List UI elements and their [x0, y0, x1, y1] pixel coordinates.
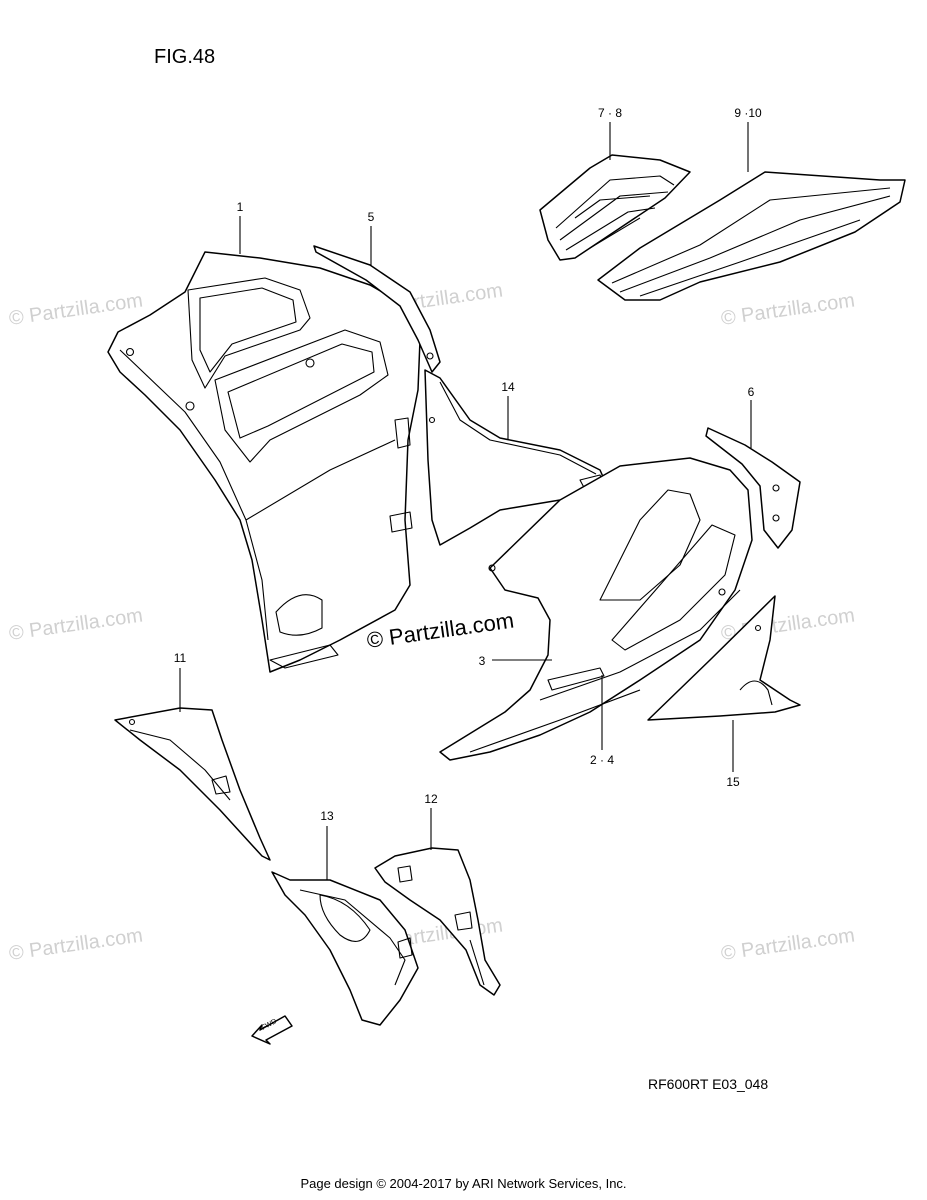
- callout-3: 3: [479, 654, 486, 668]
- callout-12: 12: [424, 792, 438, 806]
- part-13-panel[interactable]: [271, 871, 419, 1026]
- leader-lines: [179, 122, 752, 880]
- callout-15: 15: [726, 775, 740, 789]
- callouts: 1 5 7 · 8 9 ·10 14 6 3 2 · 4 11 15 13 12: [174, 106, 762, 823]
- callout-14: 14: [501, 380, 515, 394]
- watermark-text: © Partzilla.com: [8, 924, 145, 965]
- callout-7-8: 7 · 8: [598, 106, 622, 120]
- callout-9-10: 9 ·10: [734, 106, 762, 120]
- forward-arrow-icon: FWD: [251, 1015, 293, 1045]
- part-12-bracket[interactable]: [374, 847, 501, 996]
- callout-5: 5: [368, 210, 375, 224]
- watermark-text: © Partzilla.com: [8, 289, 145, 330]
- part-1-side-cowl[interactable]: [107, 251, 421, 673]
- figure-title: FIG.48: [154, 46, 216, 68]
- part-15-side-panel[interactable]: [647, 595, 801, 721]
- page-footer: Page design © 2004-2017 by ARI Network S…: [300, 1176, 627, 1191]
- watermark-text: © Partzilla.com: [720, 924, 857, 965]
- callout-1: 1: [237, 200, 244, 214]
- callout-11: 11: [174, 651, 187, 665]
- callout-6: 6: [748, 385, 755, 399]
- part-6-bracket[interactable]: [705, 427, 801, 549]
- part-9-10-grille[interactable]: [597, 171, 906, 301]
- watermark-text: © Partzilla.com: [8, 604, 145, 645]
- callout-13: 13: [320, 809, 334, 823]
- part-11-panel[interactable]: [114, 707, 271, 861]
- part-5-molding[interactable]: [313, 245, 441, 373]
- watermark-text: © Partzilla.com: [720, 289, 857, 330]
- part-7-8-grille[interactable]: [539, 154, 691, 261]
- diagram-code: RF600RT E03_048: [648, 1076, 769, 1092]
- part-3-lower-cowl[interactable]: [439, 457, 753, 761]
- callout-2-4: 2 · 4: [590, 753, 614, 767]
